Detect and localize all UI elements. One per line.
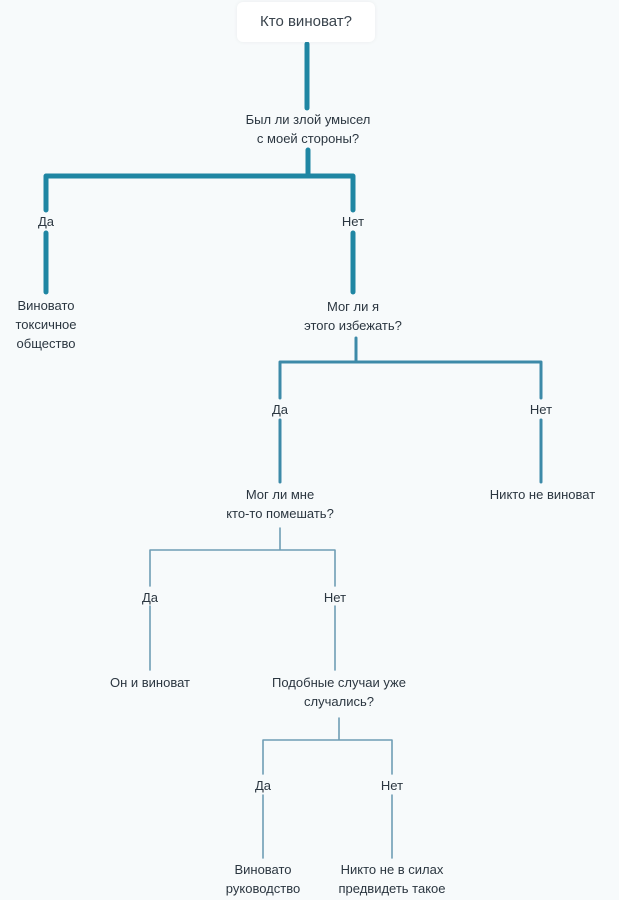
connector-q3-branches xyxy=(149,527,336,587)
question-1: Был ли злой умысел с моей стороны? xyxy=(245,112,371,146)
q3-yes-result: Он и виноват xyxy=(109,675,190,690)
q4-yes-result: Виновато руководство xyxy=(225,862,301,896)
q1-yes-label: Да xyxy=(37,214,55,229)
root-node-box xyxy=(237,2,375,42)
q2-no-result: Никто не виноват xyxy=(489,487,596,502)
question-2: Мог ли я этого избежать? xyxy=(304,299,402,333)
question-4: Подобные случаи уже случались? xyxy=(272,675,406,709)
q3-yes-label: Да xyxy=(141,590,159,605)
question-3: Мог ли мне кто-то помешать? xyxy=(226,487,334,521)
q2-no-label: Нет xyxy=(529,402,553,417)
connector-q2-branches xyxy=(278,336,543,400)
q4-yes-label: Да xyxy=(254,778,272,793)
root-question: Кто виноват? xyxy=(260,13,352,30)
q4-no-result: Никто не в силах предвидеть такое xyxy=(338,862,446,896)
q4-no-label: Нет xyxy=(380,778,404,793)
connector-q1-branches xyxy=(43,147,356,213)
q3-no-label: Нет xyxy=(323,590,347,605)
q2-yes-label: Да xyxy=(271,402,289,417)
q1-yes-result: Виновато токсичное общество xyxy=(15,298,77,351)
q1-no-label: Нет xyxy=(341,214,365,229)
connector-q4-branches xyxy=(262,717,393,775)
